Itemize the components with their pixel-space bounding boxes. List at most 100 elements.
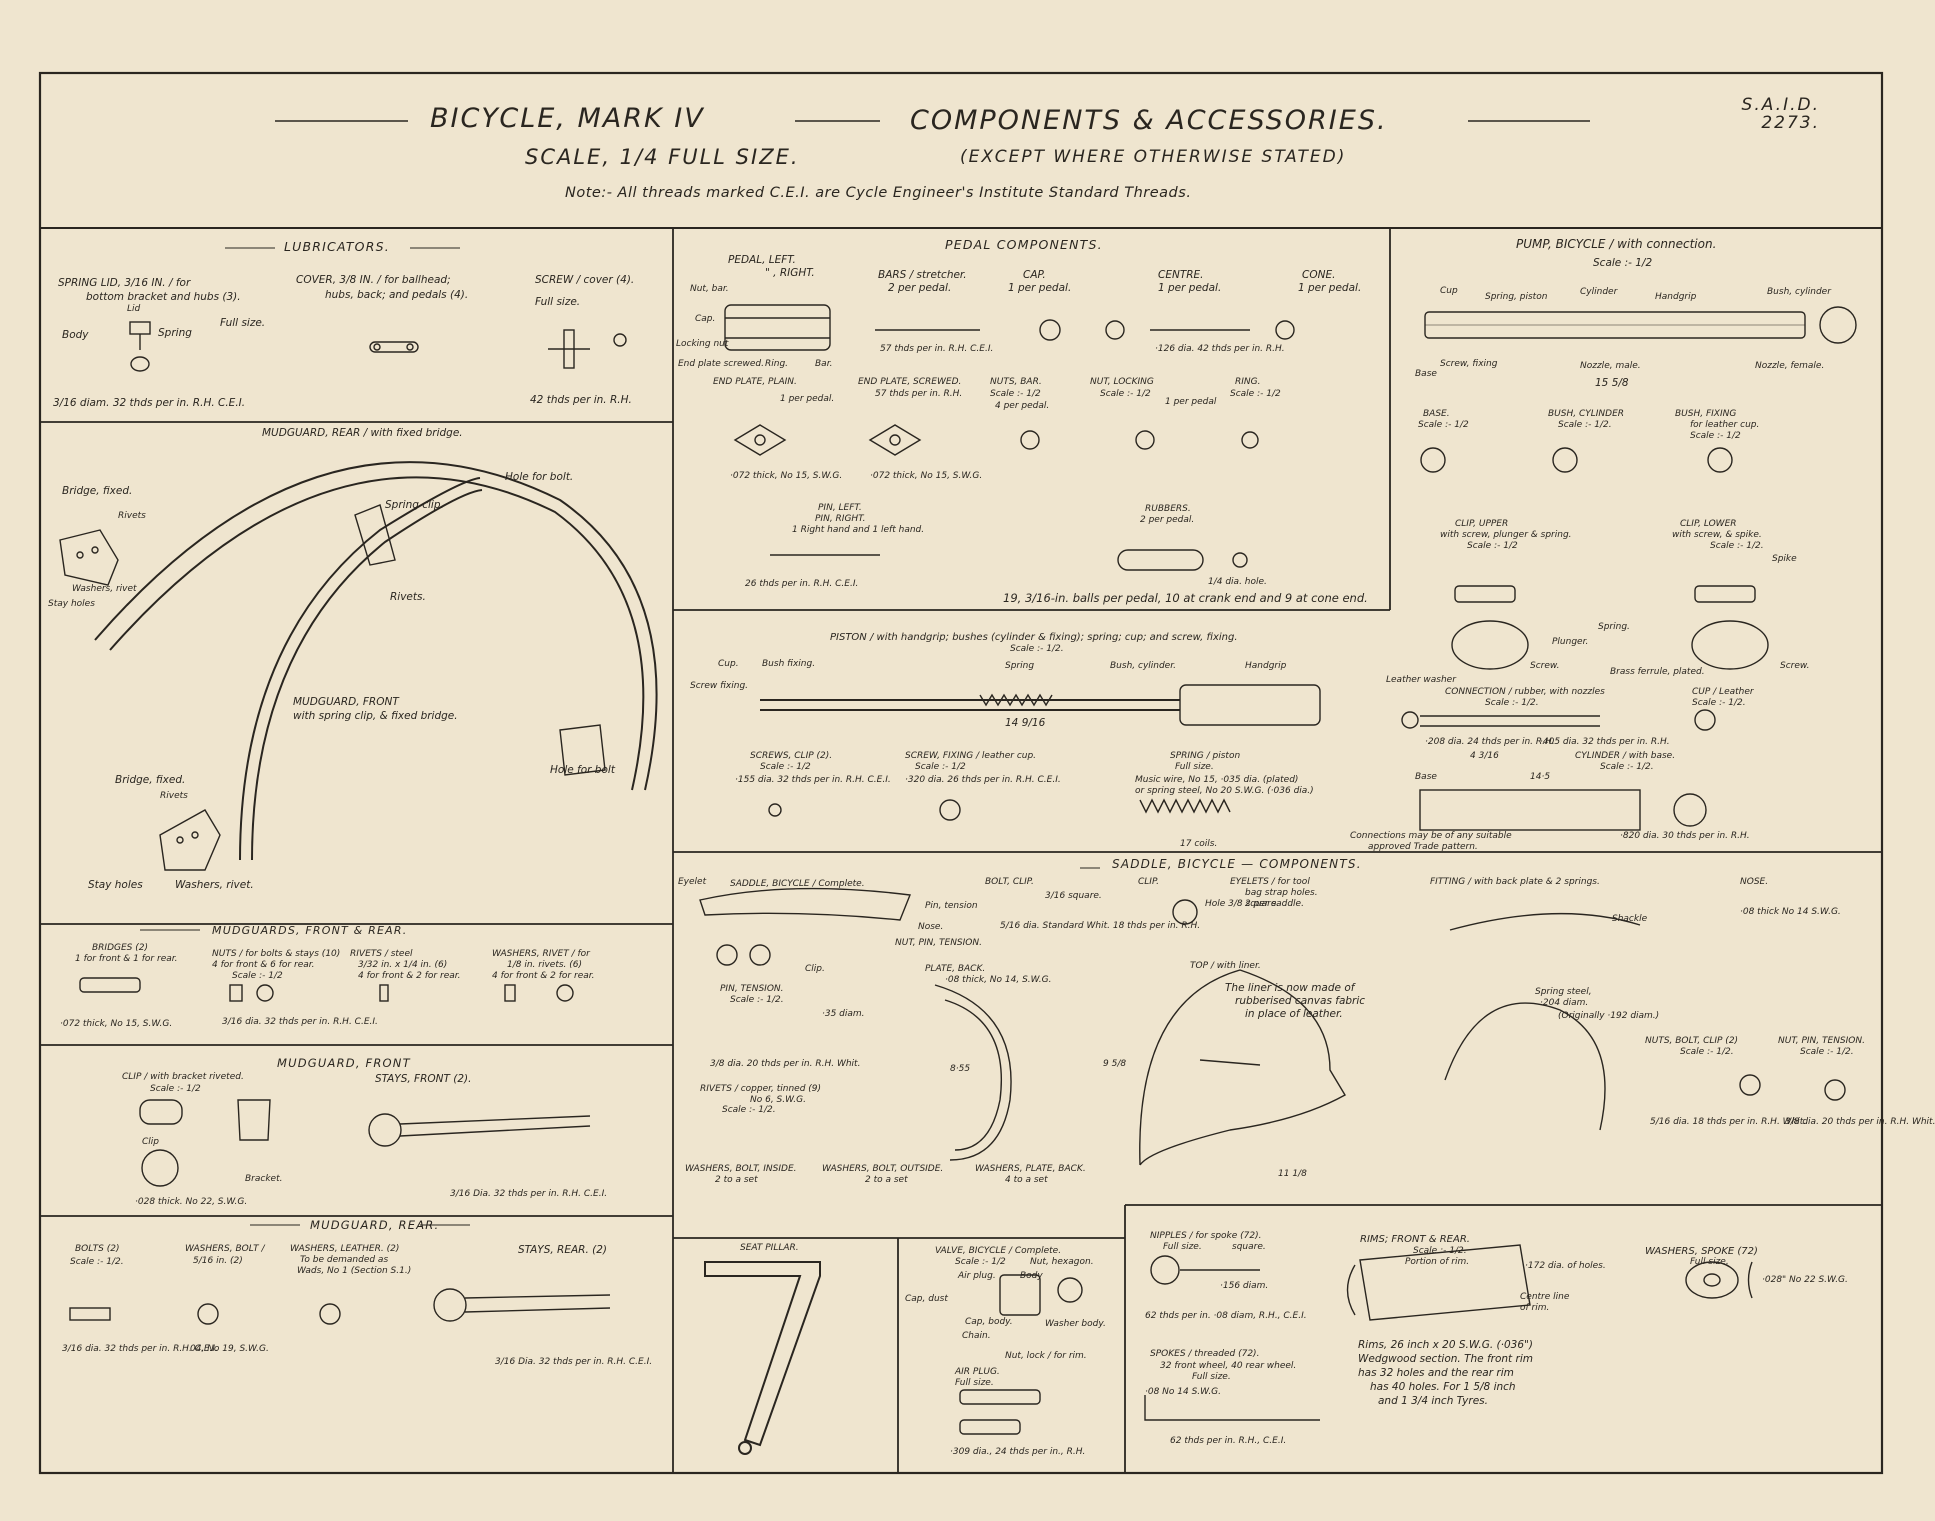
pump-sketches (1420, 306, 1857, 670)
lbl: 2 to a set (715, 1175, 758, 1185)
lbl: Base (1415, 369, 1437, 379)
lbl: has 40 holes. For 1 5/8 inch (1370, 1381, 1516, 1393)
thread-note: Note:- All threads marked C.E.I. are Cyc… (565, 185, 1192, 201)
lbl: STAYS, REAR. (2) (518, 1244, 608, 1256)
lbl: The liner is now made of (1225, 982, 1355, 994)
lbl: Plunger. (1552, 637, 1589, 647)
lbl: " , RIGHT. (765, 267, 815, 279)
lubricator-sketches (129, 321, 627, 372)
lbl: Scale :- 1/2. (730, 995, 784, 1005)
lbl: Scale :- 1/2 (232, 971, 283, 981)
lbl: Bridge, fixed. (62, 485, 133, 497)
mudguard-front-sketches (139, 1099, 591, 1187)
lbl: Rivets (160, 791, 188, 801)
lbl: Screw. (1780, 661, 1810, 671)
lbl: Stay holes (88, 879, 143, 891)
lbl: RIVETS / steel (350, 949, 413, 959)
lbl: Full size. (955, 1378, 994, 1388)
lbl: WASHERS, BOLT, OUTSIDE. (822, 1164, 944, 1174)
ref-line2: 2273. (1761, 113, 1820, 133)
lbl: ·08 thick No 14 S.W.G. (1740, 907, 1841, 917)
lbl: To be demanded as (300, 1255, 389, 1265)
lbl: Nut, lock / for rim. (1005, 1351, 1087, 1361)
lbl: 15 5/8 (1595, 377, 1629, 389)
lbl: Bush fixing. (762, 659, 816, 669)
lbl: SPRING / piston (1170, 751, 1241, 761)
lbl: approved Trade pattern. (1368, 842, 1478, 852)
lbl: CLIP, UPPER (1455, 519, 1509, 529)
section-title-pump: PUMP, BICYCLE / with connection. (1516, 237, 1717, 251)
lbl: NOSE. (1740, 877, 1769, 887)
lbl: EYELETS / for tool (1230, 877, 1310, 887)
lbl: BUSH, FIXING (1675, 409, 1737, 419)
section-title-rims: RIMS; FRONT & REAR. (1360, 1234, 1470, 1245)
lbl: square. (1232, 1242, 1266, 1252)
section-title-pedal: PEDAL COMPONENTS. (945, 237, 1103, 252)
lbl: Scale :- 1/2. (722, 1105, 776, 1115)
lbl: Scale :- 1/2 (1418, 420, 1469, 430)
lbl: Screw. (1530, 661, 1560, 671)
lbl: 42 thds per in. R.H. (530, 394, 632, 406)
lbl: Cap, body. (965, 1317, 1013, 1327)
lbl: 8·55 (950, 1064, 971, 1074)
lbl: 3/16 Dia. 32 thds per in. R.H. C.E.I. (495, 1357, 653, 1367)
lbl: Scale :- 1/2. (1692, 698, 1746, 708)
lbl: 5/16 dia. 18 thds per in. R.H. Whit. (1650, 1117, 1807, 1127)
sheet-border (38, 71, 1884, 1475)
lbl: BARS / stretcher. (878, 269, 967, 281)
lbl: 1/8 in. rivets. (6) (507, 960, 583, 970)
lbl: Nozzle, male. (1580, 361, 1641, 371)
lbl: 4 to a set (1005, 1175, 1048, 1185)
lbl: Scale :- 1/2. (1010, 644, 1064, 654)
lbl: RUBBERS. (1145, 504, 1191, 514)
lbl: Bar. (815, 359, 833, 369)
section-title-washers-spoke: WASHERS, SPOKE (72) (1645, 1246, 1758, 1257)
scale-note: (EXCEPT WHERE OTHERWISE STATED) (960, 147, 1347, 167)
lbl: 17 coils. (1180, 839, 1218, 849)
lbl: BASE. (1423, 409, 1450, 419)
lbl: TOP / with liner. (1190, 961, 1261, 971)
lbl: ·08 No 14 S.W.G. (1145, 1387, 1222, 1397)
seat-pillar-drawing (704, 1261, 821, 1455)
mudguards-fr-sketches (79, 977, 574, 1002)
lbl: Rims, 26 inch x 20 S.W.G. (·036") (1358, 1339, 1533, 1351)
lbl: and 1 3/4 inch Tyres. (1378, 1395, 1488, 1407)
lbl: CYLINDER / with base. (1575, 751, 1676, 761)
lbl: ·309 dia., 24 thds per in., R.H. (950, 1447, 1086, 1457)
mudguard-rear-sketches (69, 1288, 611, 1325)
lbl: bag strap holes. (1245, 888, 1318, 898)
lbl: Washers, rivet (72, 584, 137, 594)
lbl: Handgrip (1655, 292, 1697, 302)
lbl: BRIDGES (2) (92, 943, 148, 953)
lbl: ·155 dia. 32 thds per in. R.H. C.E.I. (735, 775, 891, 785)
lbl: 3/8 dia. 20 thds per in. R.H. Whit. (1785, 1117, 1935, 1127)
lbl: 62 thds per in. R.H., C.E.I. (1170, 1436, 1287, 1446)
scale-label: SCALE, 1/4 FULL SIZE. (525, 145, 800, 169)
lbl: ·028 thick. No 22, S.W.G. (135, 1197, 248, 1207)
lbl: Scale :- 1/2 (1100, 389, 1151, 399)
title-left: BICYCLE, MARK IV (430, 103, 705, 134)
lbl: 1 per pedal. (780, 394, 835, 404)
lbl: ·820 dia. 30 thds per in. R.H. (1620, 831, 1750, 841)
lbl: has 32 holes and the rear rim (1358, 1367, 1514, 1379)
lbl: Base (1415, 772, 1437, 782)
lbl: 2 per saddle. (1245, 899, 1304, 909)
lbl: PLATE, BACK. (925, 964, 986, 974)
lbl: Rivets. (390, 591, 426, 603)
lbl: Nose. (918, 922, 944, 932)
lbl: ·405 dia. 32 thds per in. R.H. (1540, 737, 1670, 747)
wheel-parts-sketches (1144, 1244, 1753, 1421)
lbl: Stay holes (48, 599, 95, 609)
lbl: 5/16 in. (2) (193, 1256, 243, 1266)
lbl: Spring, piston (1485, 292, 1548, 302)
lbl: 4 for front & 2 for rear. (358, 971, 461, 981)
lbl: Eyelet (678, 877, 707, 887)
lbl: Full size. (535, 296, 581, 308)
section-rules (140, 247, 1100, 1226)
section-title-mudguards-fr: MUDGUARDS, FRONT & REAR. (212, 924, 408, 937)
lbl: Bush, cylinder. (1110, 661, 1176, 671)
lbl: Bridge, fixed. (115, 774, 186, 786)
section-title-nipples: NIPPLES / for spoke (72). (1150, 1231, 1262, 1241)
lbl: 3/16 diam. 32 thds per in. R.H. C.E.I. (53, 397, 246, 409)
section-title-mudguard-front: MUDGUARD, FRONT (277, 1056, 411, 1070)
